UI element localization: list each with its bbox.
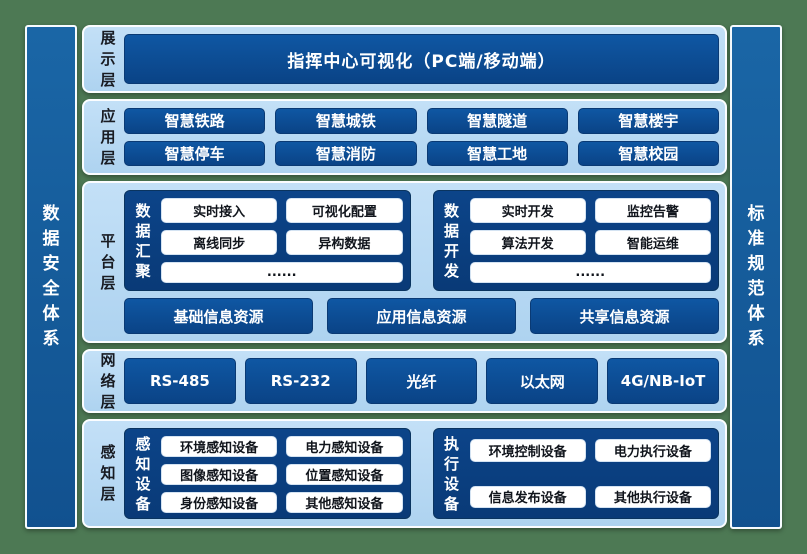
layer-perception-content: 感知设备 环境感知设备 电力感知设备 图像感知设备 位置感知设备 身份感知设备 …: [124, 428, 719, 519]
platform-item: 算法开发: [469, 230, 586, 255]
platform-item: 离线同步: [161, 230, 278, 255]
layer-perception-label: 感知层: [100, 443, 116, 503]
platform-item: 监控告警: [594, 198, 711, 223]
data-development-group-label: 数据开发: [443, 201, 459, 280]
sensing-devices-group: 感知设备 环境感知设备 电力感知设备 图像感知设备 位置感知设备 身份感知设备 …: [124, 428, 411, 519]
data-aggregation-items: 实时接入 可视化配置 离线同步 异构数据 ......: [161, 198, 403, 283]
sensing-devices-items: 环境感知设备 电力感知设备 图像感知设备 位置感知设备 身份感知设备 其他感知设…: [161, 436, 403, 513]
app-box: 智慧停车: [124, 140, 266, 166]
resource-box: 应用信息资源: [327, 298, 516, 334]
command-center-box: 指挥中心可视化（PC端/移动端）: [124, 34, 719, 84]
device-item: 电力执行设备: [594, 439, 711, 462]
layer-display-content: 指挥中心可视化（PC端/移动端）: [124, 34, 719, 84]
data-security-pillar-label: 数据安全体系: [42, 204, 60, 349]
platform-item: 实时开发: [469, 198, 586, 223]
network-box: 以太网: [486, 358, 599, 404]
app-box: 智慧工地: [426, 140, 568, 166]
application-row-1: 智慧铁路 智慧城铁 智慧隧道 智慧楼宇: [124, 108, 719, 134]
device-item: 环境感知设备: [161, 436, 278, 457]
app-box: 智慧铁路: [124, 108, 266, 134]
layer-display-label: 展示层: [100, 28, 116, 89]
layer-perception: 感知层 感知设备 环境感知设备 电力感知设备 图像感知设备 位置感知设备 身份感…: [82, 419, 727, 528]
data-security-pillar: 数据安全体系: [25, 25, 77, 529]
layer-application-content: 智慧铁路 智慧城铁 智慧隧道 智慧楼宇 智慧停车 智慧消防 智慧工地 智慧校园: [124, 108, 719, 166]
network-box: RS-485: [124, 358, 236, 404]
perception-groups: 感知设备 环境感知设备 电力感知设备 图像感知设备 位置感知设备 身份感知设备 …: [124, 428, 719, 519]
standards-pillar-label: 标准规范体系: [747, 204, 765, 349]
execution-devices-items: 环境控制设备 电力执行设备 信息发布设备 其他执行设备: [469, 436, 711, 511]
network-row: RS-485 RS-232 光纤 以太网 4G/NB-IoT: [124, 358, 719, 404]
data-development-items: 实时开发 监控告警 算法开发 智能运维 ......: [469, 198, 711, 283]
data-aggregation-group-label: 数据汇聚: [135, 201, 151, 280]
platform-item: 异构数据: [286, 230, 403, 255]
app-box: 智慧隧道: [426, 108, 568, 134]
information-resources-row: 基础信息资源 应用信息资源 共享信息资源: [124, 298, 719, 334]
device-item: 电力感知设备: [286, 436, 403, 457]
data-development-group: 数据开发 实时开发 监控告警 算法开发 智能运维 ......: [432, 190, 719, 291]
layer-network-content: RS-485 RS-232 光纤 以太网 4G/NB-IoT: [124, 358, 719, 404]
platform-item-more: ......: [161, 262, 403, 283]
layer-network-label: 网络层: [100, 350, 116, 411]
app-box: 智慧校园: [577, 140, 719, 166]
layer-stack: 展示层 指挥中心可视化（PC端/移动端） 应用层 智慧铁路 智慧城铁 智慧隧道 …: [82, 25, 727, 529]
platform-item: 智能运维: [594, 230, 711, 255]
app-box: 智慧消防: [275, 140, 417, 166]
execution-devices-group-label: 执行设备: [443, 434, 459, 513]
platform-item: 可视化配置: [286, 198, 403, 223]
platform-item: 实时接入: [161, 198, 278, 223]
device-item: 位置感知设备: [286, 464, 403, 485]
execution-devices-group: 执行设备 环境控制设备 电力执行设备 信息发布设备 其他执行设备: [432, 428, 719, 519]
layer-platform-label: 平台层: [100, 231, 116, 292]
resource-box: 基础信息资源: [124, 298, 313, 334]
device-item: 图像感知设备: [161, 464, 278, 485]
app-box: 智慧城铁: [275, 108, 417, 134]
layer-network: 网络层 RS-485 RS-232 光纤 以太网 4G/NB-IoT: [82, 349, 727, 413]
network-box: 4G/NB-IoT: [607, 358, 719, 404]
layer-display: 展示层 指挥中心可视化（PC端/移动端）: [82, 25, 727, 93]
device-item: 信息发布设备: [469, 485, 586, 508]
network-box: RS-232: [244, 358, 357, 404]
app-box: 智慧楼宇: [577, 108, 719, 134]
data-aggregation-group: 数据汇聚 实时接入 可视化配置 离线同步 异构数据 ......: [124, 190, 411, 291]
standards-pillar: 标准规范体系: [730, 25, 782, 529]
sensing-devices-group-label: 感知设备: [135, 434, 151, 513]
resource-box: 共享信息资源: [530, 298, 719, 334]
network-box: 光纤: [365, 358, 478, 404]
device-item: 身份感知设备: [161, 492, 278, 513]
layer-platform-content: 数据汇聚 实时接入 可视化配置 离线同步 异构数据 ......: [124, 190, 719, 334]
platform-groups: 数据汇聚 实时接入 可视化配置 离线同步 异构数据 ......: [124, 190, 719, 291]
layer-application: 应用层 智慧铁路 智慧城铁 智慧隧道 智慧楼宇 智慧停车 智慧消防 智慧工地 智…: [82, 99, 727, 175]
device-item: 其他执行设备: [594, 485, 711, 508]
platform-item-more: ......: [469, 262, 711, 283]
application-row-2: 智慧停车 智慧消防 智慧工地 智慧校园: [124, 140, 719, 166]
layer-application-label: 应用层: [100, 106, 116, 167]
layer-platform: 平台层 数据汇聚 实时接入 可视化配置 离线同步 异构数: [82, 181, 727, 343]
device-item: 环境控制设备: [469, 439, 586, 462]
device-item: 其他感知设备: [286, 492, 403, 513]
